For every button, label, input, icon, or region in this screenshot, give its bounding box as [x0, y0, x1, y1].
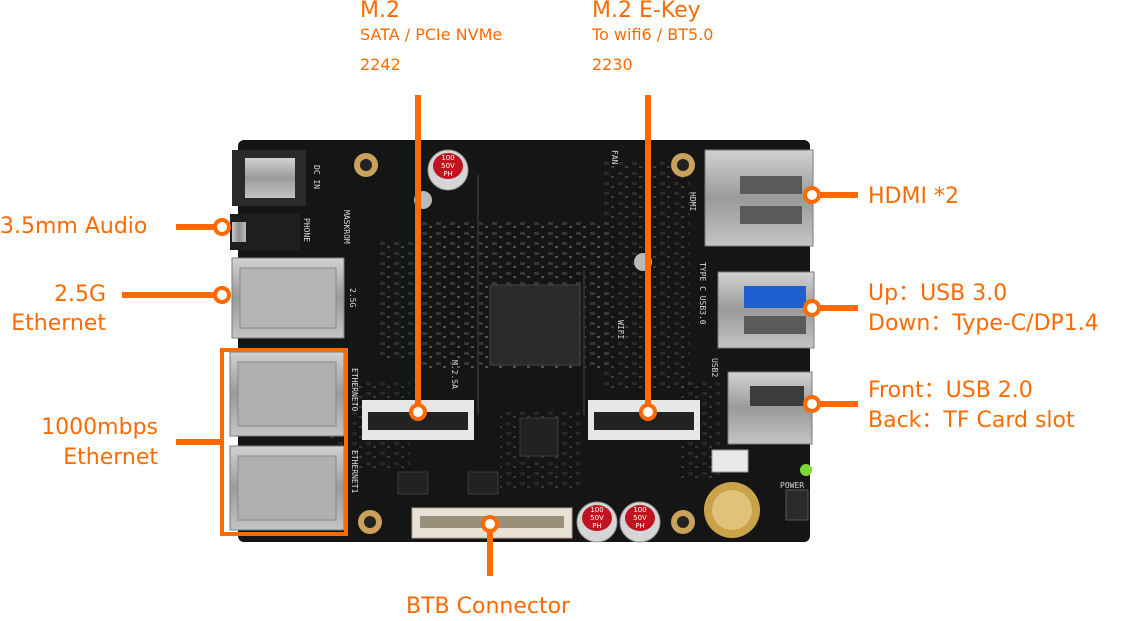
pmic-chip: [519, 417, 559, 457]
silk-usb2: USB2: [710, 358, 719, 377]
label-usb3-line1: Up：USB 3.0: [868, 281, 1008, 306]
eth-phy-chip: [467, 471, 499, 495]
cap-label: PH: [592, 522, 602, 530]
power-led: [800, 464, 812, 476]
eth-phy-chip: [397, 471, 429, 495]
mounting-hole: [358, 510, 382, 534]
endpoint-usb3: [803, 299, 821, 317]
label-m2-ssd-line2: 2242: [360, 55, 401, 74]
leader-endpoints: [213, 186, 821, 533]
cap-label: 50V: [441, 162, 455, 170]
silk-hdmi: HDMI: [688, 192, 697, 211]
label-eth-1000-line1: 1000mbps: [41, 415, 158, 440]
label-usb2-line1: Front：USB 2.0: [868, 378, 1033, 403]
silk-dc-in: DC IN: [312, 165, 321, 189]
power-button: [785, 489, 809, 521]
endpoint-usb2: [803, 395, 821, 413]
capacitor: 100 50V PH: [427, 149, 469, 191]
silk-eth0: ETHERNET0: [350, 368, 359, 412]
mounting-hole: [671, 510, 695, 534]
label-usb2-line2: Back：TF Card slot: [868, 408, 1075, 433]
cap-label: 100: [441, 154, 454, 162]
cap-label: 50V: [633, 514, 647, 522]
label-eth-1000-line2: Ethernet: [63, 445, 158, 470]
silk-2-5g: 2.5G: [348, 288, 357, 307]
silk-phone: PHONE: [302, 218, 311, 242]
label-audio: 3.5mm Audio: [0, 214, 148, 239]
cap-label: 50V: [590, 514, 604, 522]
label-m2-ssd-title: M.2: [360, 0, 400, 23]
endpoint-hdmi: [803, 186, 821, 204]
cap-label: PH: [443, 170, 453, 178]
silk-type-c: TYPE C USB3.0: [698, 262, 707, 325]
label-eth-2-5g-line2: Ethernet: [11, 311, 106, 336]
mounting-hole: [354, 153, 378, 177]
dc-in-jack: [232, 150, 306, 206]
fan-connector: [711, 449, 749, 473]
endpoint-m2-ssd: [409, 403, 427, 421]
label-eth-2-5g-line1: 2.5G: [53, 282, 106, 307]
label-m2-ssd-line1: SATA / PCIe NVMe: [360, 25, 503, 44]
usb3-typec-ports: [717, 271, 815, 349]
endpoint-btb: [481, 515, 499, 533]
endpoint-m2-ekey: [639, 403, 657, 421]
endpoint-eth-2-5g: [213, 286, 231, 304]
endpoint-audio: [213, 218, 231, 236]
ethernet-1000-port-top: [229, 351, 345, 437]
rtc-battery: [704, 482, 760, 538]
mounting-hole: [671, 153, 695, 177]
cap-label: 100: [633, 506, 646, 514]
usb2-tf-ports: [727, 371, 813, 445]
silk-maskrom: MASKROM: [342, 210, 351, 244]
label-usb3-line2: Down：Type-C/DP1.4: [868, 311, 1099, 336]
soc-chip: [489, 284, 581, 366]
capacitor: 100 50V PH: [619, 501, 661, 543]
hdmi-ports: [704, 149, 814, 247]
ethernet-1000-port-bottom: [229, 445, 345, 531]
label-m2-ekey-line2: 2230: [592, 55, 633, 74]
label-btb: BTB Connector: [406, 594, 571, 619]
audio-jack: [230, 214, 300, 250]
silk-wifi: WIFI: [616, 320, 625, 339]
label-m2-ekey-line1: To wifi6 / BT5.0: [592, 25, 714, 44]
silk-power: POWER: [780, 481, 804, 490]
silk-m2sa: M.2.SA: [450, 360, 459, 389]
silk-fan: FAN: [610, 150, 619, 165]
cap-label: 100: [590, 506, 603, 514]
cap-label: PH: [635, 522, 645, 530]
capacitor: 100 50V PH: [576, 501, 618, 543]
label-hdmi: HDMI *2: [868, 184, 959, 209]
label-m2-ekey-title: M.2 E-Key: [592, 0, 701, 23]
silk-eth1: ETHERNET1: [350, 450, 359, 494]
ethernet-2-5g-port: [231, 257, 345, 339]
